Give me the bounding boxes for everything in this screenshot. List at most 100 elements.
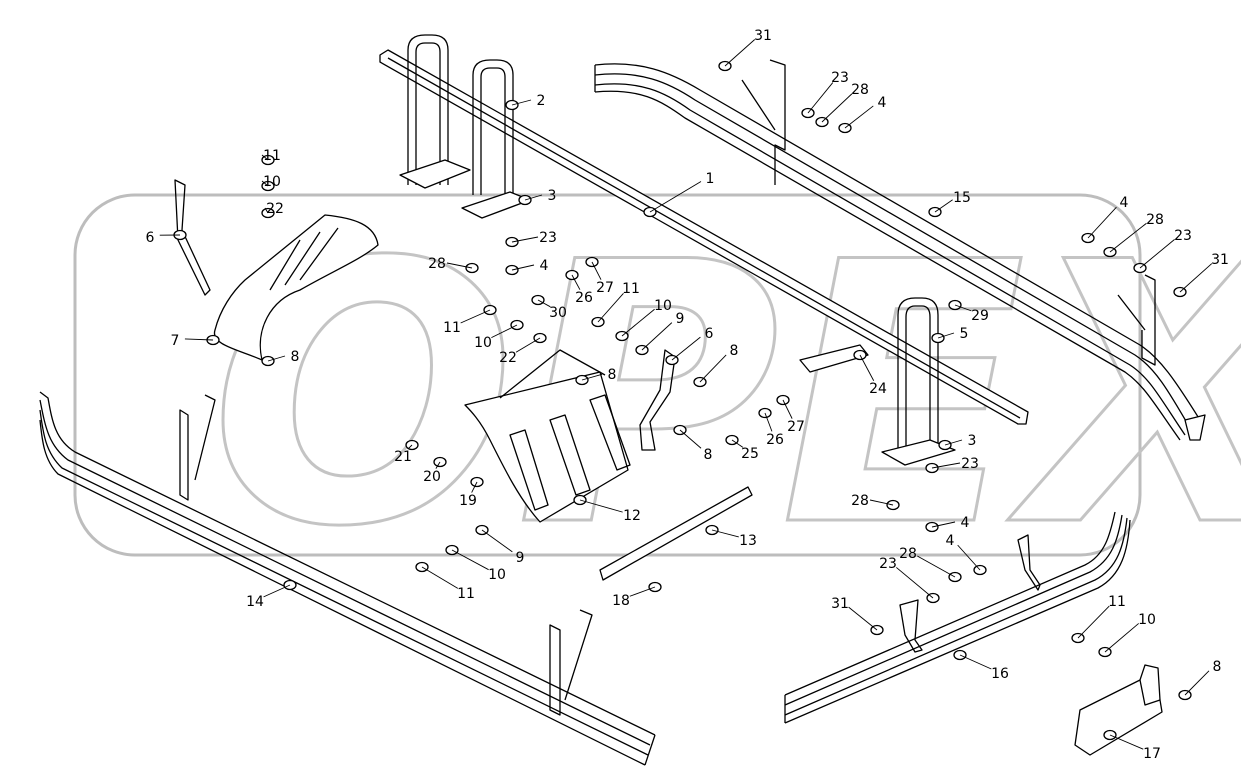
callout-number: 10 — [474, 335, 492, 351]
callout-23: 23 — [1139, 228, 1192, 269]
leader-line — [184, 338, 214, 341]
callout-number: 31 — [754, 28, 772, 44]
callout-number: 27 — [787, 419, 805, 435]
callout-31: 31 — [724, 28, 772, 67]
callout-11: 11 — [1077, 594, 1126, 639]
callout-27: 27 — [591, 261, 614, 296]
leader-line — [931, 462, 961, 469]
callout-number: 16 — [991, 666, 1009, 682]
callout-10: 10 — [451, 549, 506, 583]
leader-line — [764, 412, 773, 432]
callout-5: 5 — [937, 326, 968, 342]
callout-9: 9 — [481, 529, 524, 566]
callout-4: 4 — [931, 515, 970, 531]
leader-line — [679, 429, 702, 449]
leader-line — [1087, 206, 1117, 239]
leader-line — [451, 549, 489, 571]
callout-number: 12 — [623, 508, 641, 524]
callout-21: 21 — [394, 444, 413, 465]
leader-line — [435, 461, 441, 469]
callout-15: 15 — [934, 190, 971, 213]
callout-number: 4 — [946, 533, 955, 549]
callout-number: 28 — [428, 256, 446, 272]
callout-6: 6 — [146, 230, 181, 246]
callout-11: 11 — [421, 566, 475, 602]
callout-28: 28 — [1109, 212, 1164, 253]
leader-line — [1109, 734, 1144, 750]
leader-line — [859, 354, 875, 381]
callout-25: 25 — [731, 439, 759, 462]
callout-12: 12 — [579, 499, 641, 524]
callout-number: 14 — [246, 594, 264, 610]
leader-line — [782, 399, 793, 419]
callout-number: 9 — [676, 311, 685, 327]
callout-4: 4 — [946, 533, 981, 571]
callout-23: 23 — [807, 70, 849, 114]
leader-line — [731, 439, 744, 448]
callout-22: 22 — [264, 201, 284, 217]
callout-30: 30 — [537, 299, 567, 321]
callout-6: 6 — [671, 326, 714, 361]
callout-number: 31 — [831, 596, 849, 612]
callout-number: 4 — [878, 95, 887, 111]
leader-line — [848, 606, 878, 631]
callout-number: 2 — [537, 93, 546, 109]
callout-number: 3 — [548, 188, 557, 204]
leader-line — [571, 274, 581, 290]
u-bolts-2 — [399, 34, 531, 219]
leader-line — [511, 99, 532, 106]
u-bolt-5 — [799, 297, 956, 466]
callout-number: 10 — [1138, 612, 1156, 628]
leader-line — [621, 308, 655, 337]
leader-line — [844, 105, 874, 129]
callout-number: 11 — [1108, 594, 1126, 610]
callout-number: 3 — [968, 433, 977, 449]
leader-line — [581, 373, 603, 381]
leader-line — [957, 544, 981, 571]
leader-line — [407, 444, 413, 450]
callout-11: 11 — [443, 309, 491, 336]
leader-line — [263, 584, 291, 598]
callout-number: 8 — [291, 349, 300, 365]
leader-line — [724, 39, 756, 67]
leader-line — [515, 337, 541, 353]
leader-line — [629, 586, 656, 597]
callout-number: 22 — [266, 201, 284, 217]
callout-number: 11 — [457, 586, 475, 602]
callout-9: 9 — [641, 311, 685, 351]
leader-line — [1139, 239, 1175, 269]
callout-number: 4 — [540, 258, 549, 274]
callout-number: 20 — [423, 469, 441, 485]
leader-line — [934, 199, 953, 213]
callout-number: 28 — [899, 546, 917, 562]
leader-line — [699, 354, 727, 383]
callout-28: 28 — [899, 546, 956, 578]
callout-28: 28 — [821, 82, 869, 123]
leader-line — [261, 154, 269, 161]
callout-number: 4 — [961, 515, 970, 531]
callout-24: 24 — [859, 354, 887, 397]
callout-13: 13 — [711, 529, 757, 549]
leader-line — [641, 322, 673, 351]
callout-number: 30 — [549, 305, 567, 321]
callout-31: 31 — [831, 596, 878, 631]
callout-28: 28 — [428, 256, 473, 272]
leader-line — [261, 180, 269, 187]
leader-line — [446, 262, 473, 269]
callout-number: 13 — [739, 533, 757, 549]
callout-number: 11 — [443, 320, 461, 336]
callout-8: 8 — [581, 367, 616, 383]
callout-number: 10 — [263, 174, 281, 190]
callout-10: 10 — [474, 324, 518, 351]
leader-line — [591, 261, 602, 280]
callout-23: 23 — [879, 556, 934, 599]
callout-20: 20 — [423, 461, 441, 485]
callout-number: 8 — [704, 447, 713, 463]
callout-8: 8 — [679, 429, 713, 463]
rail-16 — [784, 511, 1131, 724]
callout-23: 23 — [931, 456, 979, 472]
callout-number: 6 — [705, 326, 714, 342]
